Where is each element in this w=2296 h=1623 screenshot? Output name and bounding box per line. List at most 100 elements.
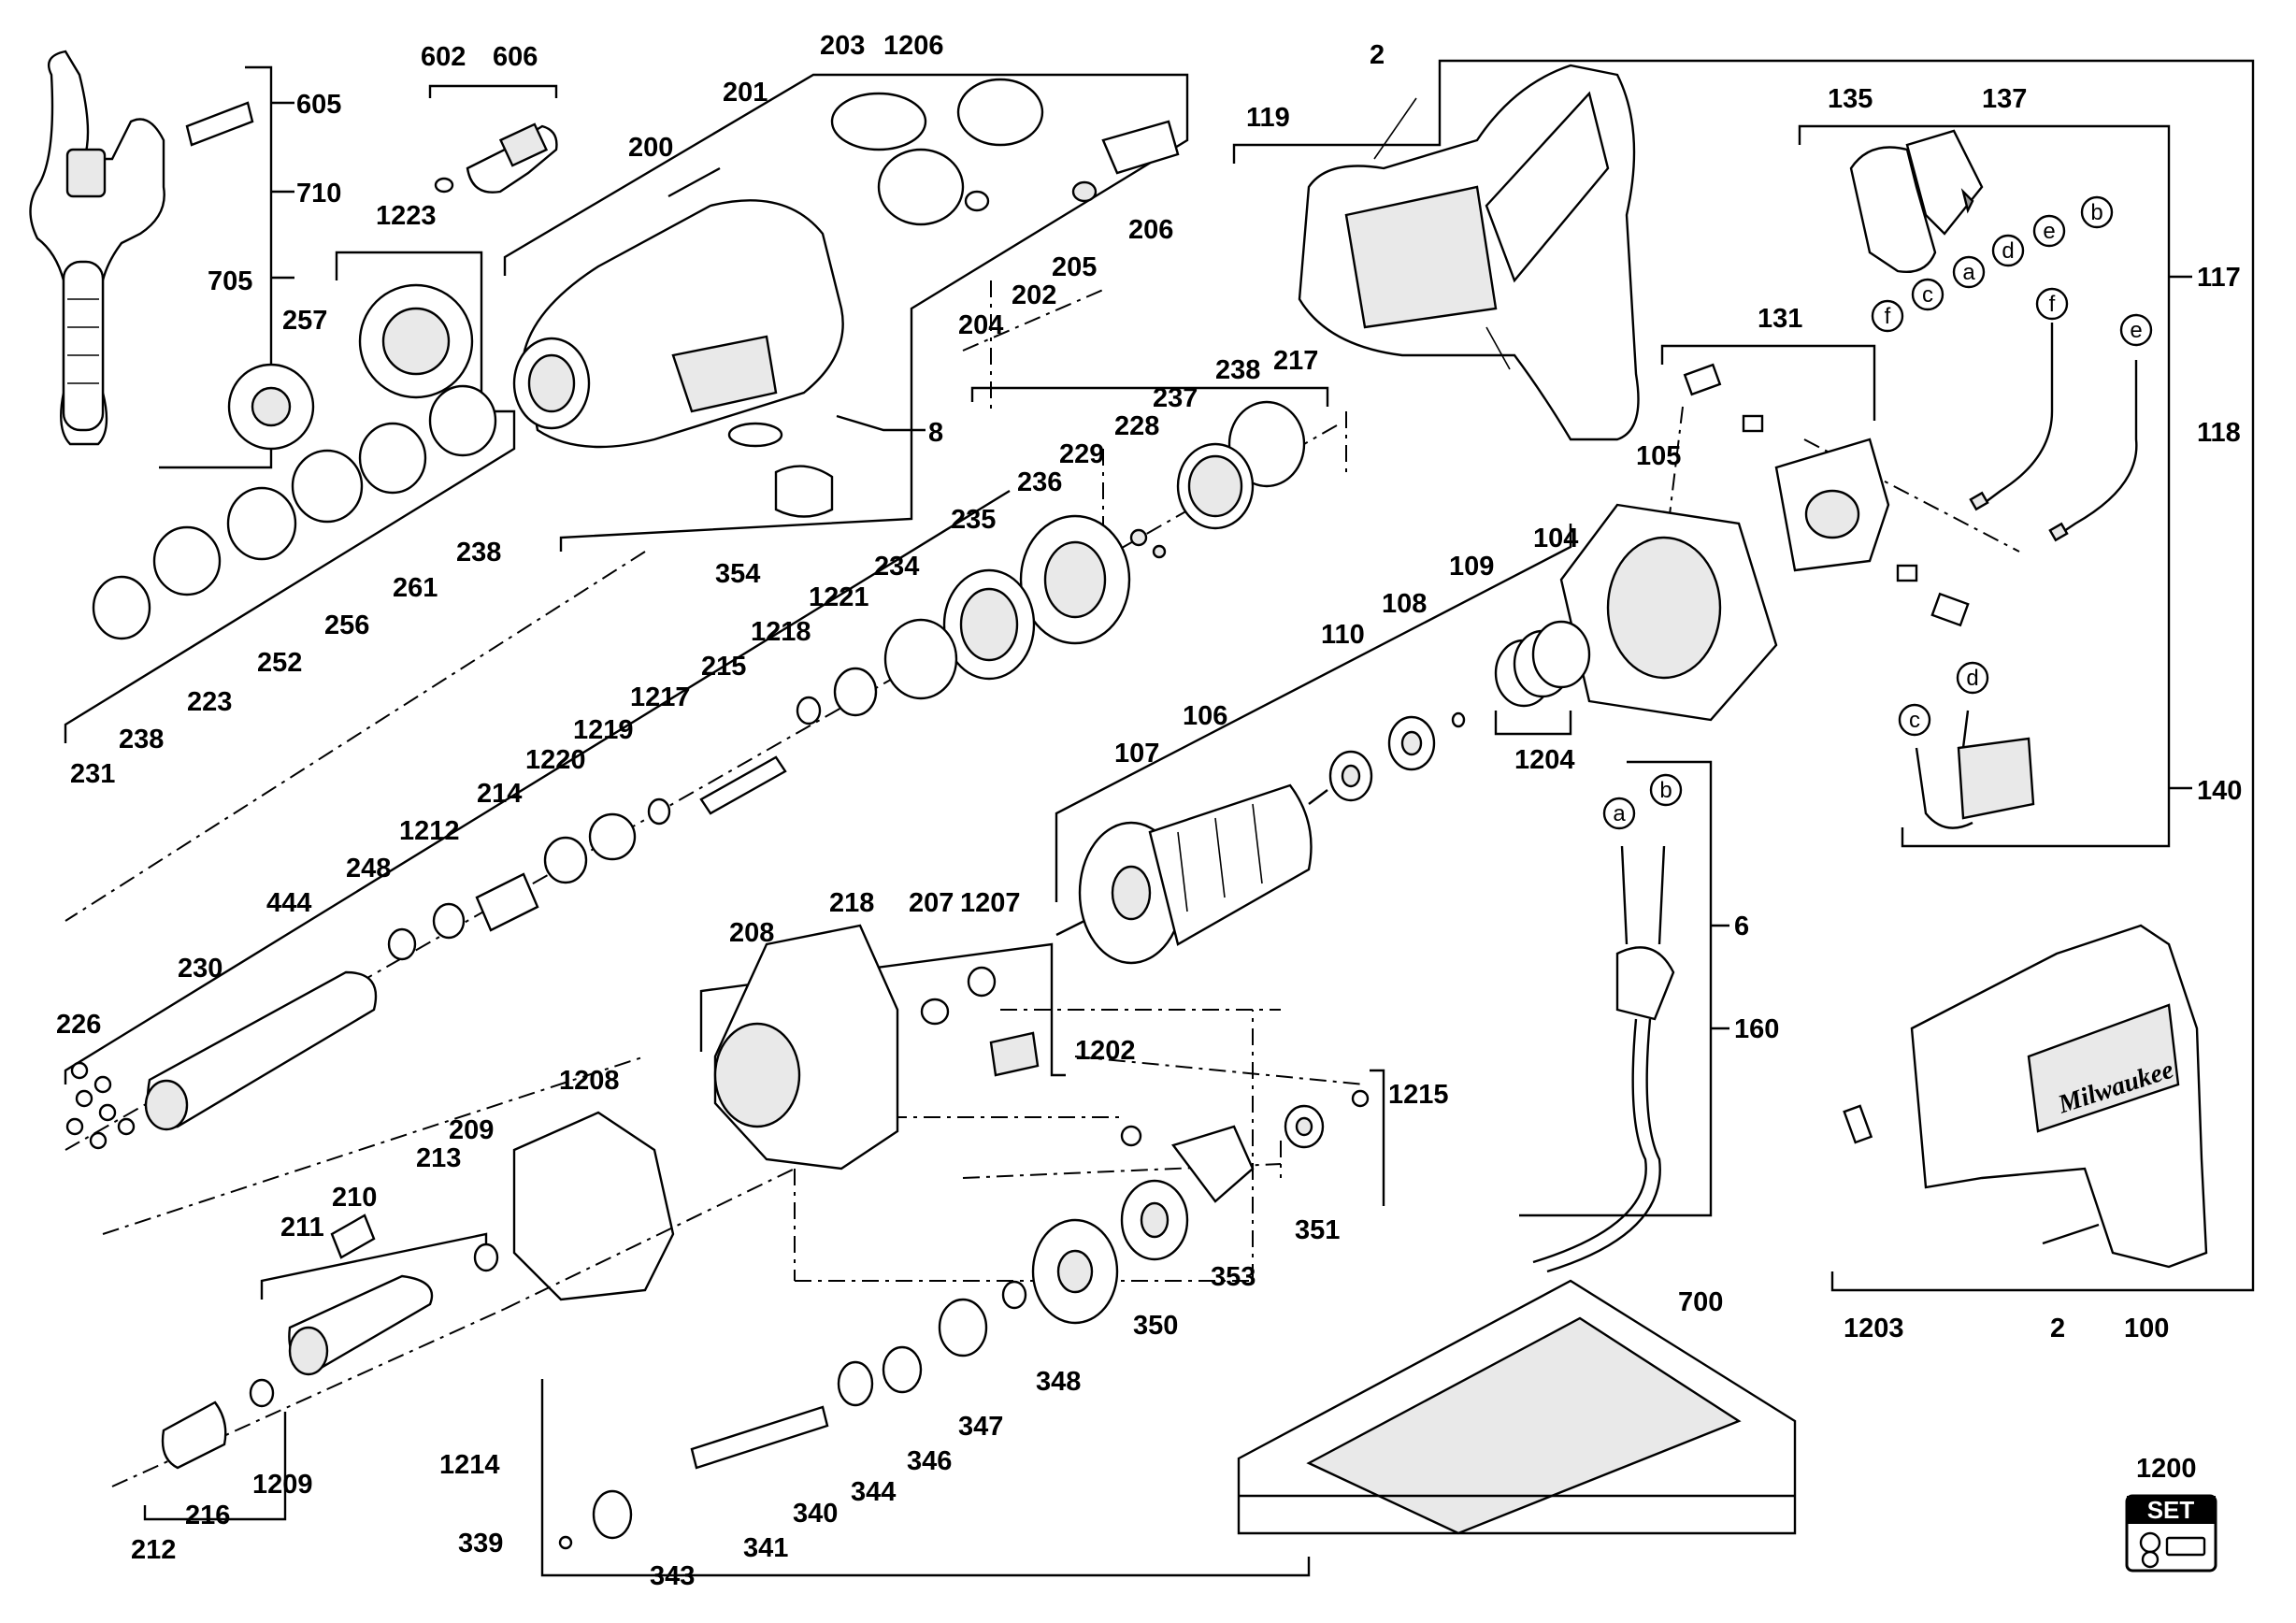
label-1214: 1214: [439, 1450, 500, 1480]
armature-106: [1055, 783, 1328, 965]
wire-marker-f: f: [1885, 304, 1891, 329]
wire-marker-a2: a: [1613, 801, 1626, 826]
label-1220: 1220: [525, 745, 586, 775]
label-343: 343: [650, 1561, 695, 1591]
label-207: 207: [909, 888, 954, 918]
power-cable-160: [1532, 845, 1675, 1273]
label-710: 710: [296, 179, 341, 208]
wire-marker-e: e: [2043, 219, 2055, 244]
label-204: 204: [958, 310, 1003, 340]
wire-marker-b2: b: [1659, 778, 1672, 803]
label-100: 100: [2124, 1314, 2169, 1343]
label-238-top: 238: [1215, 355, 1260, 385]
carbon-brush-140: [1915, 710, 2035, 829]
label-209: 209: [449, 1115, 494, 1145]
label-339: 339: [458, 1529, 503, 1558]
label-118: 118: [2197, 418, 2241, 448]
label-700: 700: [1678, 1287, 1723, 1317]
label-1207: 1207: [960, 888, 1021, 918]
label-351: 351: [1295, 1215, 1340, 1245]
wire-marker-e2: e: [2130, 318, 2142, 343]
wire-marker-c2: c: [1909, 708, 1920, 733]
wire-marker-a: a: [1962, 260, 1975, 285]
label-214: 214: [477, 779, 522, 809]
label-252: 252: [257, 648, 302, 678]
label-341: 341: [743, 1533, 788, 1563]
label-1223: 1223: [376, 201, 437, 231]
label-346: 346: [907, 1446, 952, 1476]
label-350: 350: [1133, 1311, 1178, 1341]
label-605: 605: [296, 90, 341, 120]
label-1206: 1206: [883, 31, 944, 61]
label-1218: 1218: [751, 617, 811, 647]
label-140: 140: [2197, 776, 2242, 806]
label-257: 257: [282, 306, 327, 336]
label-106: 106: [1183, 701, 1227, 731]
label-2-top: 2: [1370, 40, 1385, 70]
gearbox-218: [713, 924, 1040, 1171]
lower-gear-parts: [558, 1089, 1370, 1550]
spindle-parts: [65, 400, 1306, 1150]
label-210: 210: [332, 1183, 377, 1213]
label-212: 212: [131, 1535, 176, 1565]
label-105: 105: [1636, 441, 1681, 471]
label-230: 230: [178, 954, 222, 984]
label-137: 137: [1982, 84, 2027, 114]
stator-105: [1559, 503, 1778, 722]
drill-body-100: Milwaukee: [1843, 924, 2208, 1269]
label-104: 104: [1533, 524, 1578, 553]
label-202: 202: [1012, 280, 1056, 310]
label-353: 353: [1211, 1262, 1256, 1292]
label-208: 208: [729, 918, 774, 948]
label-1202: 1202: [1075, 1036, 1136, 1066]
label-205: 205: [1052, 252, 1097, 282]
label-6: 6: [1734, 912, 1749, 941]
label-1217: 1217: [630, 682, 691, 712]
label-1204: 1204: [1514, 745, 1575, 775]
label-340: 340: [793, 1499, 838, 1529]
motor-wires: [1969, 323, 2138, 542]
set-badge-text: SET: [2147, 1496, 2195, 1524]
label-261: 261: [393, 573, 438, 603]
lower-left-parts: [161, 1214, 499, 1470]
wire-marker-c: c: [1922, 282, 1933, 308]
label-211: 211: [280, 1213, 324, 1242]
label-238-mid: 238: [456, 538, 501, 567]
label-223: 223: [187, 687, 232, 717]
wire-marker-d: d: [2002, 238, 2014, 264]
bracket-lines: [64, 59, 2255, 1577]
wire-letter-markers: b e d a c f f e a b c d: [1602, 195, 2153, 830]
label-203: 203: [820, 31, 865, 61]
label-110: 110: [1321, 620, 1365, 650]
label-1215: 1215: [1388, 1080, 1449, 1110]
label-1200: 1200: [2136, 1454, 2197, 1484]
label-606: 606: [493, 42, 538, 72]
wire-marker-d2: d: [1966, 666, 1978, 691]
carrying-case-700: [1237, 1279, 1797, 1535]
motor-housing-119: [1298, 64, 1640, 441]
label-107: 107: [1114, 739, 1159, 768]
label-217: 217: [1273, 346, 1318, 376]
label-444: 444: [266, 888, 311, 918]
label-8: 8: [928, 418, 943, 448]
label-1221: 1221: [809, 582, 869, 612]
label-216: 216: [185, 1501, 230, 1530]
label-1219: 1219: [573, 715, 634, 745]
label-235: 235: [951, 505, 996, 535]
label-705: 705: [208, 266, 252, 296]
part-number-labels: 605 710 705 602 606 1223 257 203 1206 20…: [56, 31, 2242, 1591]
label-354: 354: [715, 559, 760, 589]
label-200: 200: [628, 133, 673, 163]
label-1203: 1203: [1844, 1314, 1904, 1343]
label-117: 117: [2197, 263, 2241, 293]
switch-135: [1849, 129, 1984, 273]
label-1208: 1208: [559, 1066, 620, 1096]
label-119: 119: [1246, 103, 1290, 133]
label-238-low: 238: [119, 725, 164, 754]
set-badge-1200: SET: [2125, 1494, 2217, 1573]
label-206: 206: [1128, 215, 1173, 245]
label-347: 347: [958, 1412, 1003, 1442]
gear-housing-201: [512, 78, 1180, 518]
label-248: 248: [346, 854, 391, 883]
